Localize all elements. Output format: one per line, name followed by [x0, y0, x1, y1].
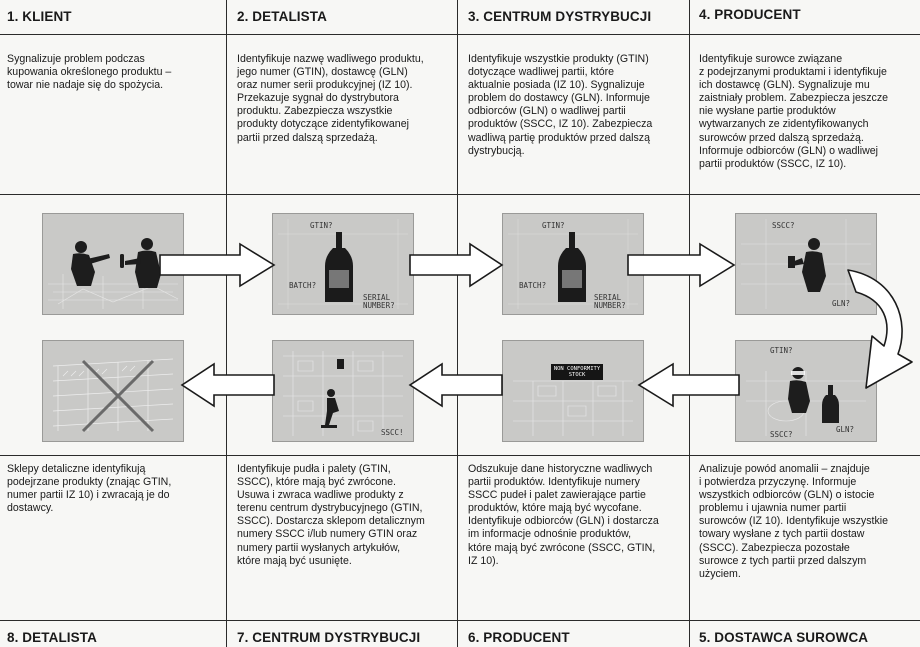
image-nonconformity-stock: NON CONFORMITY STOCK [502, 340, 644, 442]
image-label-batch: BATCH? [289, 281, 317, 290]
image-label-gln: GLN? [836, 425, 855, 434]
header-divider [0, 34, 920, 35]
image-retailer-bottle: GTIN? BATCH? SERIAL NUMBER? [272, 213, 414, 315]
image-label-sscc-bang: SSCC! [381, 428, 404, 437]
step-description-dostawca-surowca: Analizuje powód anomalii – znajduje i po… [699, 463, 888, 580]
step-description-detalista: Identyfikuje nazwę wadliwego produktu, j… [237, 53, 424, 144]
column-divider [226, 0, 227, 647]
image-label-sscc: SSCC? [772, 221, 795, 230]
step-title-detalista-return: 8. DETALISTA [7, 630, 97, 645]
step-title-klient: 1. KLIENT [7, 9, 72, 24]
image-label-gln: GLN? [832, 299, 851, 308]
image-label-gtin: GTIN? [542, 221, 565, 230]
column-divider [457, 0, 458, 647]
step-description-producent: Identyfikuje surowce związane z podejrza… [699, 53, 889, 170]
arrow-right-icon [159, 242, 276, 288]
step-description-centrum-dystrybucji-return: Identyfikuje pudła i palety (GTIN, SSCC)… [237, 463, 425, 567]
step-description-klient: Sygnalizuje problem podczas kupowania ok… [7, 53, 172, 92]
image-retail-shelves-crossed [42, 340, 184, 442]
image-warehouse-worker: SSCC! [272, 340, 414, 442]
step-title-dostawca-surowca: 5. DOSTAWCA SUROWCA [699, 630, 869, 645]
arrow-left-icon [408, 362, 503, 408]
step-title-producent: 4. PRODUCENT [699, 7, 801, 22]
arrow-right-icon [627, 242, 736, 288]
arrow-right-icon [409, 242, 504, 288]
step-description-detalista-return: Sklepy detaliczne identyfikują podejrzan… [7, 463, 172, 515]
column-divider [689, 0, 690, 647]
step-title-detalista: 2. DETALISTA [237, 9, 327, 24]
arrow-left-icon [180, 362, 275, 408]
curved-arrow-down-icon [847, 269, 913, 389]
image-label-gtin: GTIN? [310, 221, 333, 230]
arrow-left-icon [637, 362, 740, 408]
image-label-batch: BATCH? [519, 281, 547, 290]
image-distribution-bottle: GTIN? BATCH? SERIAL NUMBER? [502, 213, 644, 315]
step-description-producent-return: Odszukuje dane historyczne wadliwych par… [468, 463, 659, 567]
step-title-centrum-dystrybucji-return: 7. CENTRUM DYSTRYBUCJI [237, 630, 421, 645]
image-label-serial: SERIAL NUMBER? [363, 293, 395, 310]
step-title-centrum-dystrybucji: 3. CENTRUM DYSTRYBUCJI [468, 9, 652, 24]
image-producent-worker: SSCC? GLN? [735, 213, 877, 315]
image-label-serial: SERIAL NUMBER? [594, 293, 626, 310]
image-label-nonconformity: NON CONFORMITY STOCK [553, 366, 601, 378]
image-label-sscc: SSCC? [770, 430, 793, 439]
band-bottom-divider [0, 455, 920, 456]
footer-divider [0, 620, 920, 621]
step-description-centrum-dystrybucji: Identyfikuje wszystkie produkty (GTIN) d… [468, 53, 653, 157]
step-title-producent-return: 6. PRODUCENT [468, 630, 570, 645]
band-top-divider [0, 194, 920, 195]
image-supplier-analyst: GTIN? SSCC? GLN? [735, 340, 877, 442]
image-label-gtin: GTIN? [770, 346, 793, 355]
